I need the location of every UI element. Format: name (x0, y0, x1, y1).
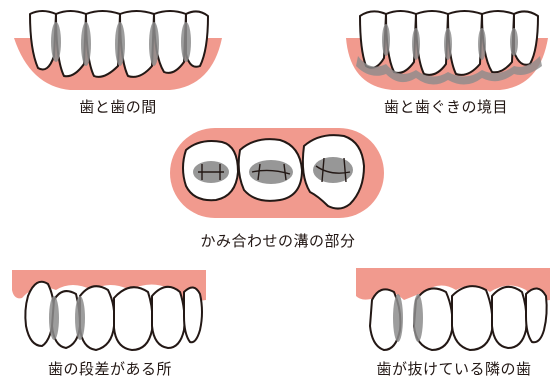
tooth (448, 11, 482, 75)
tooth (120, 11, 154, 77)
plaque-spot (413, 294, 423, 342)
tooth (492, 287, 527, 348)
plaque-spot (49, 296, 59, 340)
tooth (80, 286, 114, 350)
groove-plaque (313, 157, 353, 183)
panel-gum-line (346, 11, 548, 90)
plaque-spot (181, 22, 191, 62)
tooth (152, 287, 185, 348)
tooth (114, 287, 153, 350)
tooth (386, 11, 416, 73)
plaque-spot (382, 24, 390, 56)
panel-missing-tooth (356, 268, 550, 350)
caption-gum-line: 歯と歯ぐきの境目 (384, 96, 508, 117)
caption-occlusal-grooves: かみ合わせの溝の部分 (200, 230, 355, 251)
plaque-spot (478, 28, 486, 60)
tooth (416, 11, 448, 75)
plaque-spot (81, 22, 91, 66)
caption-uneven-teeth: 歯の段差がある所 (48, 358, 172, 379)
panel-occlusal-grooves (170, 128, 384, 218)
caption-between-teeth: 歯と歯の間 (79, 96, 157, 117)
panel-uneven-teeth (12, 270, 206, 350)
tooth (526, 288, 547, 342)
plaque-spot (510, 28, 518, 56)
plaque-spot (51, 22, 61, 62)
plaque-spot (444, 28, 452, 60)
plaque-spot (149, 22, 159, 66)
plaque-spot (75, 296, 85, 340)
tooth (184, 287, 202, 342)
panel-between-teeth (14, 11, 222, 90)
tooth (86, 11, 120, 77)
caption-missing-tooth: 歯が抜けている隣の歯 (376, 358, 531, 379)
plaque-spot (393, 294, 403, 342)
tooth (452, 286, 492, 350)
plaque-spot (115, 22, 125, 66)
plaque-spot (412, 28, 420, 60)
